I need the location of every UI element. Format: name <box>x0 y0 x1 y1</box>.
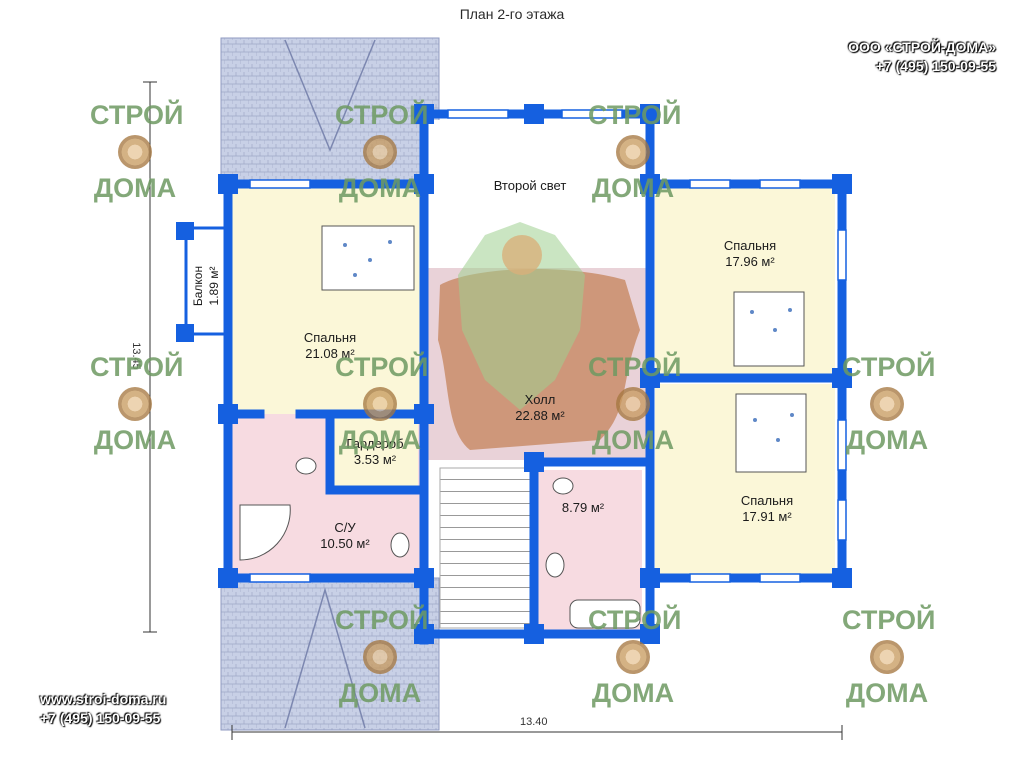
company-info: ООО «СТРОЙ-ДОМА» +7 (495) 150-09-55 <box>848 38 996 76</box>
roof-top <box>220 37 440 181</box>
room-area: 1.89 м² <box>207 266 221 306</box>
wardrobe-floor-b <box>332 418 418 488</box>
room-area: 17.96 м² <box>725 254 775 269</box>
sink-2 <box>552 477 574 495</box>
balcony-floor <box>184 226 232 336</box>
room-area: 10.50 м² <box>320 536 370 551</box>
room-second-light: Второй свет <box>470 178 590 194</box>
room-name: Спальня <box>723 238 777 253</box>
plan-title: План 2-го этажа <box>459 6 565 22</box>
dimension-width: 13.40 <box>520 716 548 728</box>
dimension-lines <box>143 81 843 740</box>
log-icon <box>363 387 397 421</box>
room-name: С/У <box>334 520 356 535</box>
company-phone: +7 (495) 150-09-55 <box>875 58 996 74</box>
room-name: Спальня <box>740 493 794 508</box>
room-name: Спальня <box>303 330 357 345</box>
stairs <box>439 467 531 629</box>
site-phone: +7 (495) 150-09-55 <box>40 710 161 726</box>
windows <box>249 109 847 583</box>
site-url[interactable]: www.stroi-doma.ru <box>40 691 167 707</box>
room-balcony: Балкон 1.89 м² <box>190 236 222 336</box>
toilet-2 <box>545 552 565 578</box>
beds <box>321 225 807 473</box>
seal <box>458 222 585 410</box>
room-area: 8.79 м² <box>561 500 605 515</box>
room-area: 22.88 м² <box>515 408 565 423</box>
log-ends <box>176 104 852 644</box>
room-bedroom-3: Спальня 17.91 м² <box>712 493 822 525</box>
room-bath-1: С/У 10.50 м² <box>300 520 390 552</box>
roof-bottom <box>220 577 440 731</box>
sink-1 <box>295 457 317 475</box>
room-hall: Холл 22.88 м² <box>490 392 590 424</box>
room-bath-2: 8.79 м² <box>548 500 618 516</box>
bathtub-2 <box>569 599 641 629</box>
log-icon <box>363 135 397 169</box>
site-info: www.stroi-doma.ru +7 (495) 150-09-55 <box>40 690 166 728</box>
room-area: 17.91 м² <box>742 509 792 524</box>
log-icon <box>118 135 152 169</box>
log-icon <box>118 387 152 421</box>
toilet-1 <box>390 532 410 558</box>
room-bedroom-2: Спальня 17.96 м² <box>690 238 810 270</box>
log-icon <box>870 387 904 421</box>
log-icon <box>616 640 650 674</box>
log-icon <box>616 387 650 421</box>
room-name: Второй свет <box>493 178 567 193</box>
room-name: Холл <box>524 392 556 407</box>
log-icon <box>616 135 650 169</box>
room-bedroom-1: Спальня 21.08 м² <box>275 330 385 362</box>
corner-bath <box>239 504 291 561</box>
room-area: 3.53 м² <box>353 452 397 467</box>
room-name: Гардероб <box>346 436 404 451</box>
room-wardrobe: Гардероб 3.53 м² <box>330 436 420 468</box>
room-area: 21.08 м² <box>305 346 355 361</box>
log-icon <box>363 640 397 674</box>
log-icon <box>870 640 904 674</box>
company-name: ООО «СТРОЙ-ДОМА» <box>848 39 996 55</box>
room-name: Балкон <box>191 265 205 307</box>
